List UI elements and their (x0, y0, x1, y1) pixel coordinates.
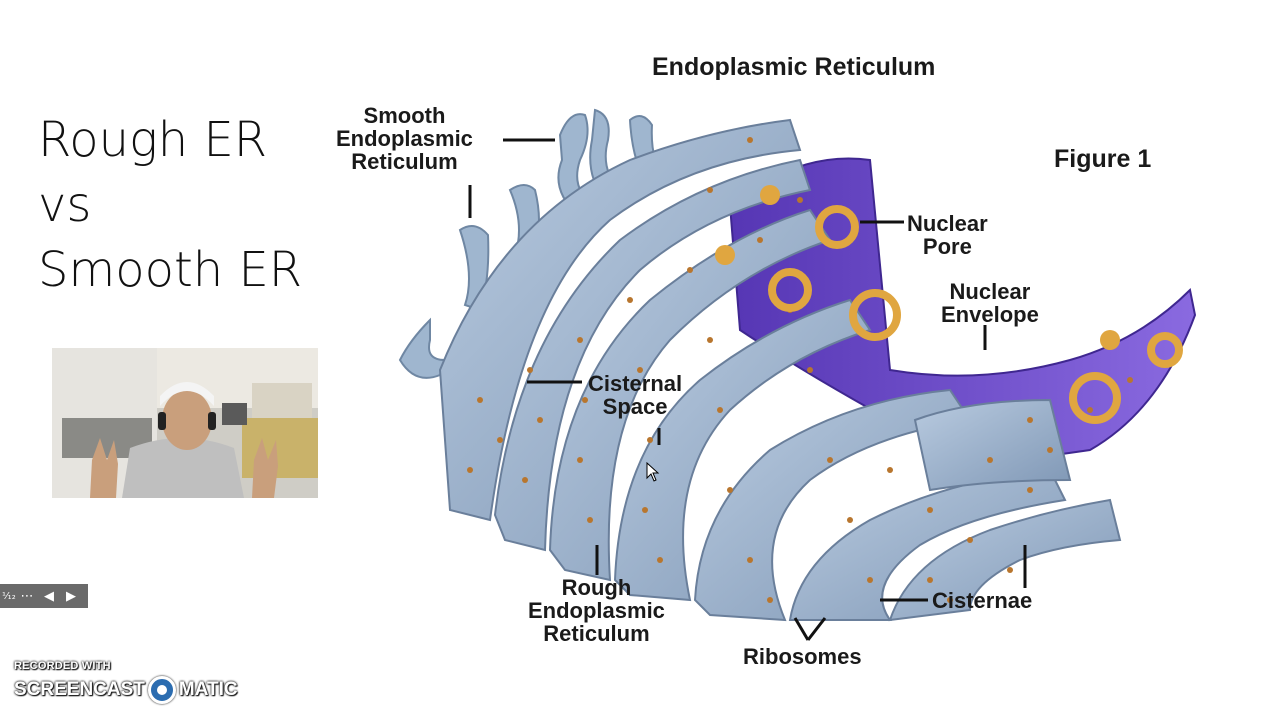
label-line: Endoplasmic (336, 126, 473, 151)
label-line: Envelope (941, 302, 1039, 327)
label-nuclear-pore: Nuclear Pore (907, 212, 988, 258)
label-rough-er: Rough Endoplasmic Reticulum (528, 576, 665, 645)
presenter-video-image (52, 348, 318, 498)
more-icon[interactable]: ⋯ (20, 588, 34, 604)
webcam-overlay (52, 348, 318, 498)
slide-title-line: vs (38, 177, 92, 233)
label-cisternal-space: Cisternal Space (588, 372, 682, 418)
mouse-cursor-icon (646, 462, 660, 482)
watermark-brand-right: MATIC (178, 679, 238, 700)
label-nuclear-envelope: Nuclear Envelope (941, 280, 1039, 326)
label-line: Reticulum (351, 149, 458, 174)
label-line: Pore (922, 234, 972, 259)
figure-title: Endoplasmic Reticulum (652, 53, 936, 81)
arrow-right-icon[interactable]: ▶ (66, 588, 76, 604)
er-figure: Endoplasmic Reticulum Figure 1 Smooth En… (330, 40, 1230, 680)
screencast-logo-icon (147, 676, 176, 704)
label-cisternae: Cisternae (932, 588, 1033, 613)
label-line: Nuclear (949, 279, 1031, 304)
arrow-left-icon[interactable]: ◀ (44, 588, 54, 604)
watermark-caption: RECORDED WITH (14, 660, 111, 672)
slide-title-line: Smooth ER (38, 242, 303, 298)
label-line: Smooth (363, 103, 446, 128)
label-line: Nuclear (907, 211, 988, 236)
watermark-brand-left: SCREENCAST (14, 679, 145, 700)
figure-label: Figure 1 (1054, 145, 1152, 173)
label-smooth-er: Smooth Endoplasmic Reticulum (336, 104, 473, 173)
label-line: Endoplasmic (528, 598, 665, 623)
label-line: Rough (561, 575, 632, 600)
er-illustration (398, 108, 1197, 641)
label-line: Space (602, 394, 668, 419)
slide-title-line: Rough ER (38, 112, 268, 168)
recording-watermark: RECORDED WITH SCREENCAST MATIC (14, 660, 238, 704)
label-ribosomes: Ribosomes (743, 644, 862, 669)
slide-title: Rough ER vs Smooth ER (38, 108, 338, 303)
presentation-toolbar: ⅟₁₂ ⋯ ◀ ▶ (0, 584, 88, 608)
page-indicator[interactable]: ⅟₁₂ (2, 590, 16, 602)
label-line: Reticulum (543, 621, 650, 646)
label-line: Cisternal (588, 371, 683, 396)
